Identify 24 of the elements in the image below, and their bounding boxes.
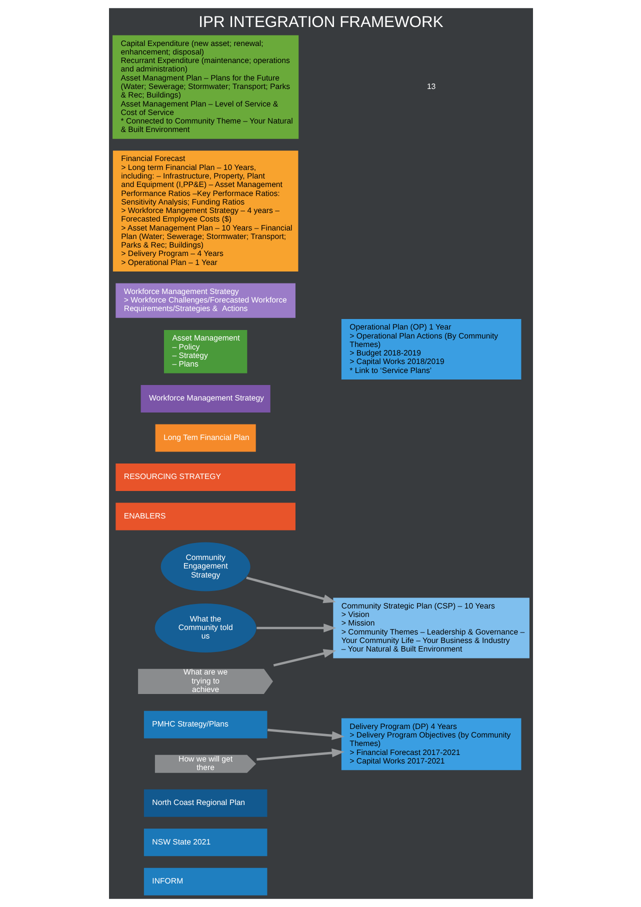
node-box: Capital Expenditure (new asset; renewal; enhancement; disposal) Recurrant Expenditure (maintenance; operations and administration) Asset Managment Plan – Plans for the Future (Water; Sewerage; Stormwater; Transport; Parks & Rec; Buildings) Asset Management Plan – Level of Service & Cost of Service * Connected to Community Theme – Your Natural & Built Environment: [111, 34, 299, 140]
node-box: Financial Forecast > Long term Financial Plan – 10 Years, including: – Infrastructure, Property, Plant and Equipment (I,PP&E) – Asset Management Performance Ratios –Key Performace Ratios: Sensitivity Analysis; Funding Ratios > Workforce Mangement Strategy – 4 years – Forecasted Employee Costs ($) > Asset Management Plan – 10 Years – Financial Plan (Water; Sewerage; Stormwater; Transport; Parks & Rec; Buildings) > Delivery Program – 4 Years > Operational Plan – 1 Year: [112, 150, 299, 272]
arrow: [272, 649, 336, 667]
node-box: INFORM: [142, 867, 268, 896]
arrow: [256, 748, 344, 761]
node-box: ENABLERS: [114, 502, 296, 532]
node-box: PMHC Strategy/Plans: [142, 710, 268, 740]
node-box: Asset Management – Policy – Strategy – Plans: [162, 329, 248, 374]
diagram-title: IPR INTEGRATION FRAMEWORK: [198, 14, 443, 31]
node-box: Workforce Management Strategy: [140, 384, 271, 414]
node-box: North Coast Regional Plan: [142, 788, 268, 818]
arrow: [256, 624, 336, 632]
node-box: NSW State 2021: [142, 828, 268, 857]
node-box: Community Strategic Plan (CSP) – 10 Years > Vision > Mission > Community Themes – Leadership & Governance – Your Community Life – Your Business & Industry – Your Natural & Built Environment: [332, 597, 530, 660]
node-box: Operational Plan (OP) 1 Year > Operational Plan Actions (By Community Themes) > Budget 2018-2019 > Capital Works 2018/2019 * Link to ‘Service Plans’: [340, 318, 522, 380]
node-box: Delivery Program (DP) 4 Years > Delivery Program Objectives (by Community Themes) > Financial Forecast 2017-2021 > Capital Works 2017-2021: [340, 718, 522, 771]
node-box: RESOURCING STRATEGY: [114, 462, 296, 492]
node-ellipse: Community Engagement Strategy: [160, 542, 251, 592]
arrow: [246, 576, 336, 604]
node-ellipse: What the Community told us: [154, 602, 257, 654]
label: 13: [426, 82, 436, 91]
arrow: [267, 728, 344, 740]
node-box: Workforce Management Strategy > Workforce Challenges/Forecasted Workforce Requirements/Strategies & Actions: [114, 282, 296, 319]
node-box: Long Tem Financial Plan: [154, 423, 256, 453]
